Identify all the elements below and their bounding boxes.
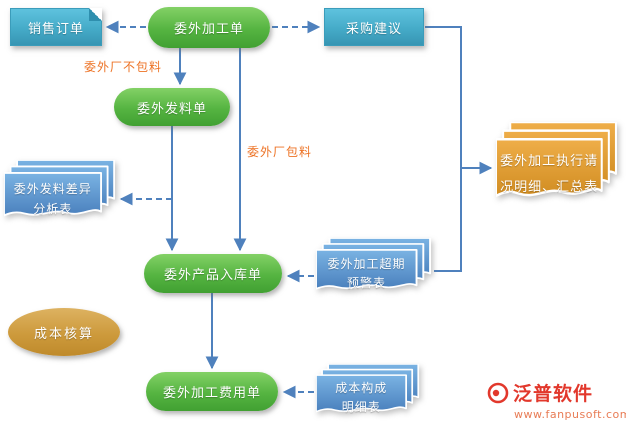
report-issue-difference: 委外发料差异 分析表	[4, 160, 116, 232]
multidoc-shape	[316, 364, 420, 413]
node-product-inbound-order-label: 委外产品入库单	[163, 268, 262, 283]
multidoc-shape	[496, 122, 617, 198]
node-processing-fee-order-label: 委外加工费用单	[162, 386, 261, 401]
node-material-issue-order: 委外发料单	[114, 88, 230, 126]
node-sales-order: 销售订单	[10, 8, 102, 46]
brand-name: 泛普软件	[513, 383, 594, 405]
report-overdue-warning: 委外加工超期 预警表	[316, 238, 432, 304]
multidoc-shape	[316, 238, 432, 290]
brand-website: www.fanpusoft.com	[514, 408, 626, 421]
report-cost-composition: 成本构成 明细表	[316, 364, 420, 426]
node-purchase-suggestion-label: 采购建议	[345, 21, 402, 37]
fanpu-logo-icon	[487, 382, 509, 403]
node-cost-accounting-label: 成本核算	[33, 326, 94, 342]
node-cost-accounting: 成本核算	[8, 308, 120, 356]
report-overdue-warning-label: 委外加工超期 预警表	[327, 257, 406, 291]
folded-corner	[89, 8, 102, 21]
multidoc-shape	[4, 160, 116, 217]
node-outsourcing-order-label: 委外加工单	[173, 22, 244, 37]
edge-label-no-material: 委外厂不包料	[84, 60, 163, 74]
brand-logo: 泛普软件 www.fanpusoft.com	[486, 379, 626, 421]
node-outsourcing-order: 委外加工单	[148, 7, 270, 48]
report-execution-summary-label: 委外加工执行请 况明细、汇总表	[500, 153, 599, 195]
node-sales-order-label: 销售订单	[27, 21, 84, 37]
node-product-inbound-order: 委外产品入库单	[144, 254, 282, 293]
node-purchase-suggestion: 采购建议	[324, 8, 424, 46]
edge-label-with-material: 委外厂包料	[247, 145, 313, 159]
report-issue-difference-label: 委外发料差异 分析表	[13, 182, 92, 216]
node-material-issue-order-label: 委外发料单	[136, 101, 207, 117]
report-execution-summary: 委外加工执行请 况明细、汇总表	[496, 122, 618, 218]
node-processing-fee-order: 委外加工费用单	[146, 372, 278, 411]
report-cost-composition-label: 成本构成 明细表	[335, 380, 388, 415]
